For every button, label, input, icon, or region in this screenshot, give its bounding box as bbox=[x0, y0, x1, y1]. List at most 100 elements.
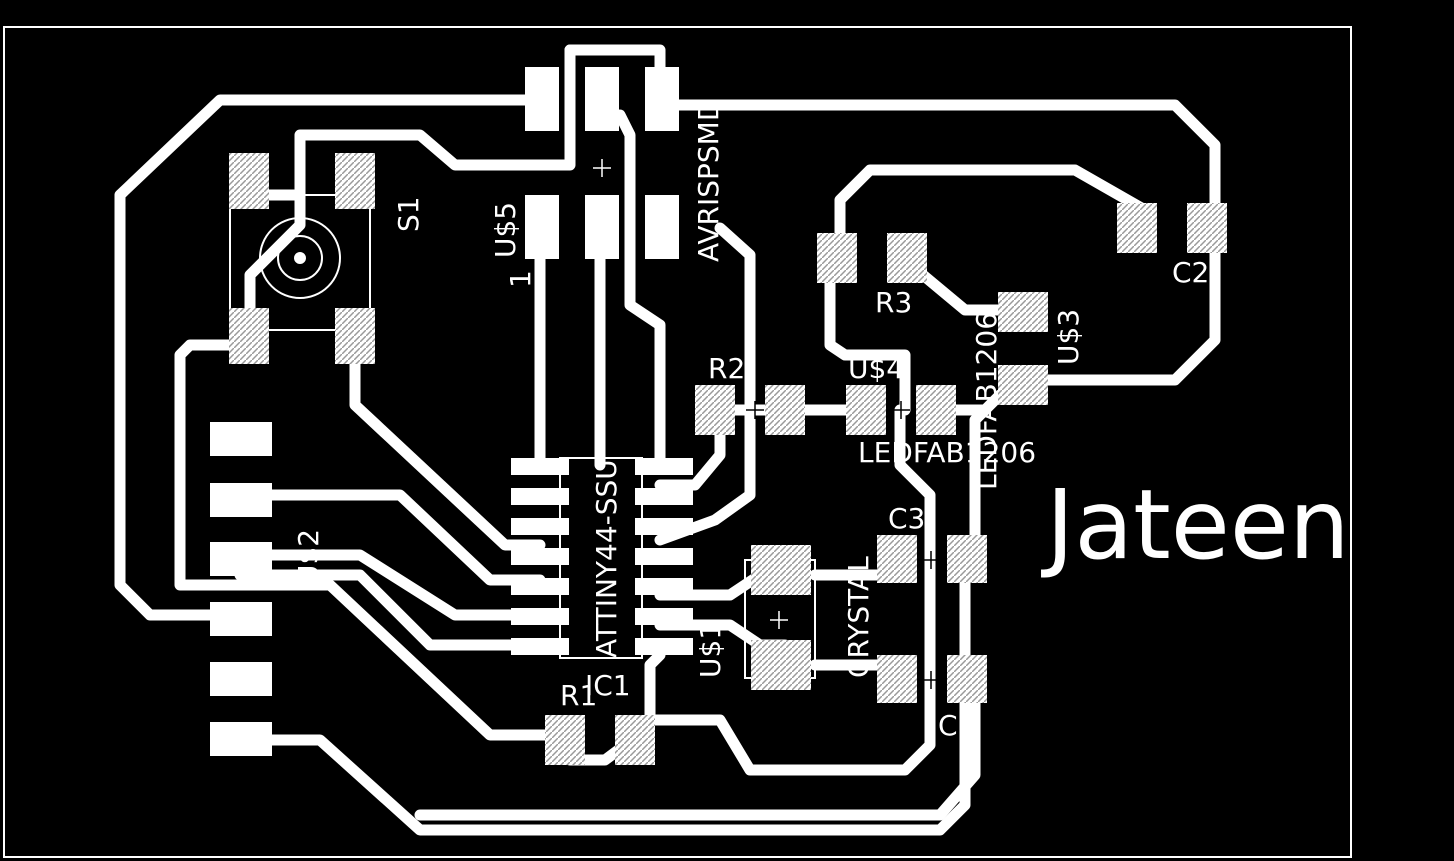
pad bbox=[751, 545, 811, 595]
pad bbox=[947, 655, 987, 703]
pad bbox=[229, 153, 269, 209]
center-mark bbox=[922, 671, 940, 689]
ftdi-pad bbox=[210, 602, 272, 636]
pad bbox=[751, 640, 811, 690]
trace bbox=[174, 339, 576, 741]
center-mark bbox=[1014, 339, 1032, 357]
ftdi-pad bbox=[210, 483, 272, 517]
center-mark bbox=[892, 401, 910, 419]
label-ic1: IC1 bbox=[585, 669, 631, 702]
ftdi-pad bbox=[210, 542, 272, 576]
label-r1: R1 bbox=[560, 679, 597, 712]
isp-pad bbox=[525, 195, 559, 259]
ic-pad bbox=[511, 518, 569, 535]
pad bbox=[817, 233, 857, 283]
smd-pads bbox=[229, 153, 1227, 765]
copper-traces bbox=[114, 44, 1221, 836]
trace bbox=[234, 569, 546, 651]
center-mark bbox=[746, 401, 764, 419]
ic-pad bbox=[635, 608, 693, 625]
trace bbox=[644, 404, 936, 776]
ic-pad bbox=[511, 488, 569, 505]
pad bbox=[545, 715, 585, 765]
part-center-marks bbox=[591, 159, 1181, 747]
pad bbox=[335, 153, 375, 209]
s1-outline bbox=[229, 194, 371, 331]
label-us3-part: LEDFAB1206 bbox=[970, 312, 1003, 490]
center-mark bbox=[863, 249, 881, 267]
trace bbox=[1029, 224, 1221, 386]
isp-pad bbox=[585, 67, 619, 131]
ftdi-pad bbox=[210, 722, 272, 756]
pad bbox=[765, 385, 805, 435]
pad bbox=[1187, 203, 1227, 253]
ic-pad bbox=[635, 638, 693, 655]
center-mark bbox=[1163, 219, 1181, 237]
s1-actuator-dot bbox=[294, 252, 306, 264]
label-c2: C2 bbox=[1172, 256, 1209, 289]
label-s1: S1 bbox=[392, 196, 425, 232]
trace bbox=[654, 222, 756, 546]
label-us2: U$2 bbox=[292, 529, 325, 585]
trace bbox=[244, 44, 576, 326]
isp-pad bbox=[645, 67, 679, 131]
pad bbox=[695, 385, 735, 435]
s1-actuator bbox=[259, 217, 341, 299]
trace bbox=[969, 389, 1006, 556]
center-mark bbox=[770, 611, 788, 629]
isp-pad bbox=[645, 195, 679, 259]
label-attiny: ATTINY44-SSU bbox=[590, 459, 623, 658]
label-us4: U$4 bbox=[848, 352, 904, 385]
label-pin1: 1 bbox=[504, 270, 537, 288]
trace bbox=[234, 549, 546, 621]
trace bbox=[349, 334, 546, 551]
center-mark bbox=[922, 551, 940, 569]
label-r2: R2 bbox=[708, 352, 745, 385]
labels: AVRISPSMD U$5 1 S1 ATTINY44-SSU IC1 U$2 … bbox=[292, 100, 1350, 742]
ic-pad bbox=[511, 578, 569, 595]
pad bbox=[877, 655, 917, 703]
ftdi-pad bbox=[210, 662, 272, 696]
pad bbox=[947, 535, 987, 583]
label-c1: C1 bbox=[938, 709, 975, 742]
pad bbox=[846, 385, 886, 435]
pad bbox=[998, 292, 1048, 332]
pad bbox=[1117, 203, 1157, 253]
ic-pad bbox=[635, 578, 693, 595]
label-us3: U$3 bbox=[1052, 309, 1085, 365]
ic-pad bbox=[511, 548, 569, 565]
trace bbox=[834, 164, 1151, 251]
trace bbox=[414, 684, 981, 821]
pad bbox=[335, 308, 375, 364]
solid-pads bbox=[210, 67, 693, 756]
board-outline bbox=[3, 26, 1352, 858]
board-signature: Jateen bbox=[1041, 469, 1350, 581]
isp-pad bbox=[525, 67, 559, 131]
trace bbox=[654, 99, 1221, 216]
label-led: LEDFAB1206 bbox=[858, 436, 1036, 469]
ftdi-pad bbox=[210, 422, 272, 456]
trace bbox=[234, 559, 971, 836]
pad bbox=[916, 385, 956, 435]
ic-pad bbox=[635, 548, 693, 565]
ic-pad bbox=[635, 458, 693, 475]
center-mark bbox=[591, 729, 609, 747]
label-us5: U$5 bbox=[489, 202, 522, 258]
center-mark bbox=[593, 159, 611, 177]
pad bbox=[229, 308, 269, 364]
pad bbox=[615, 715, 655, 765]
label-r3: R3 bbox=[875, 286, 912, 319]
label-c3: C3 bbox=[888, 502, 925, 535]
ic-pad bbox=[635, 518, 693, 535]
ic-pad bbox=[635, 488, 693, 505]
silkscreen bbox=[229, 194, 816, 679]
ic-pad bbox=[511, 638, 569, 655]
label-avrisp: AVRISPSMD bbox=[692, 100, 725, 262]
isp-pad bbox=[585, 195, 619, 259]
trace bbox=[614, 109, 666, 471]
pad bbox=[887, 233, 927, 283]
pad bbox=[877, 535, 917, 583]
pad bbox=[998, 365, 1048, 405]
